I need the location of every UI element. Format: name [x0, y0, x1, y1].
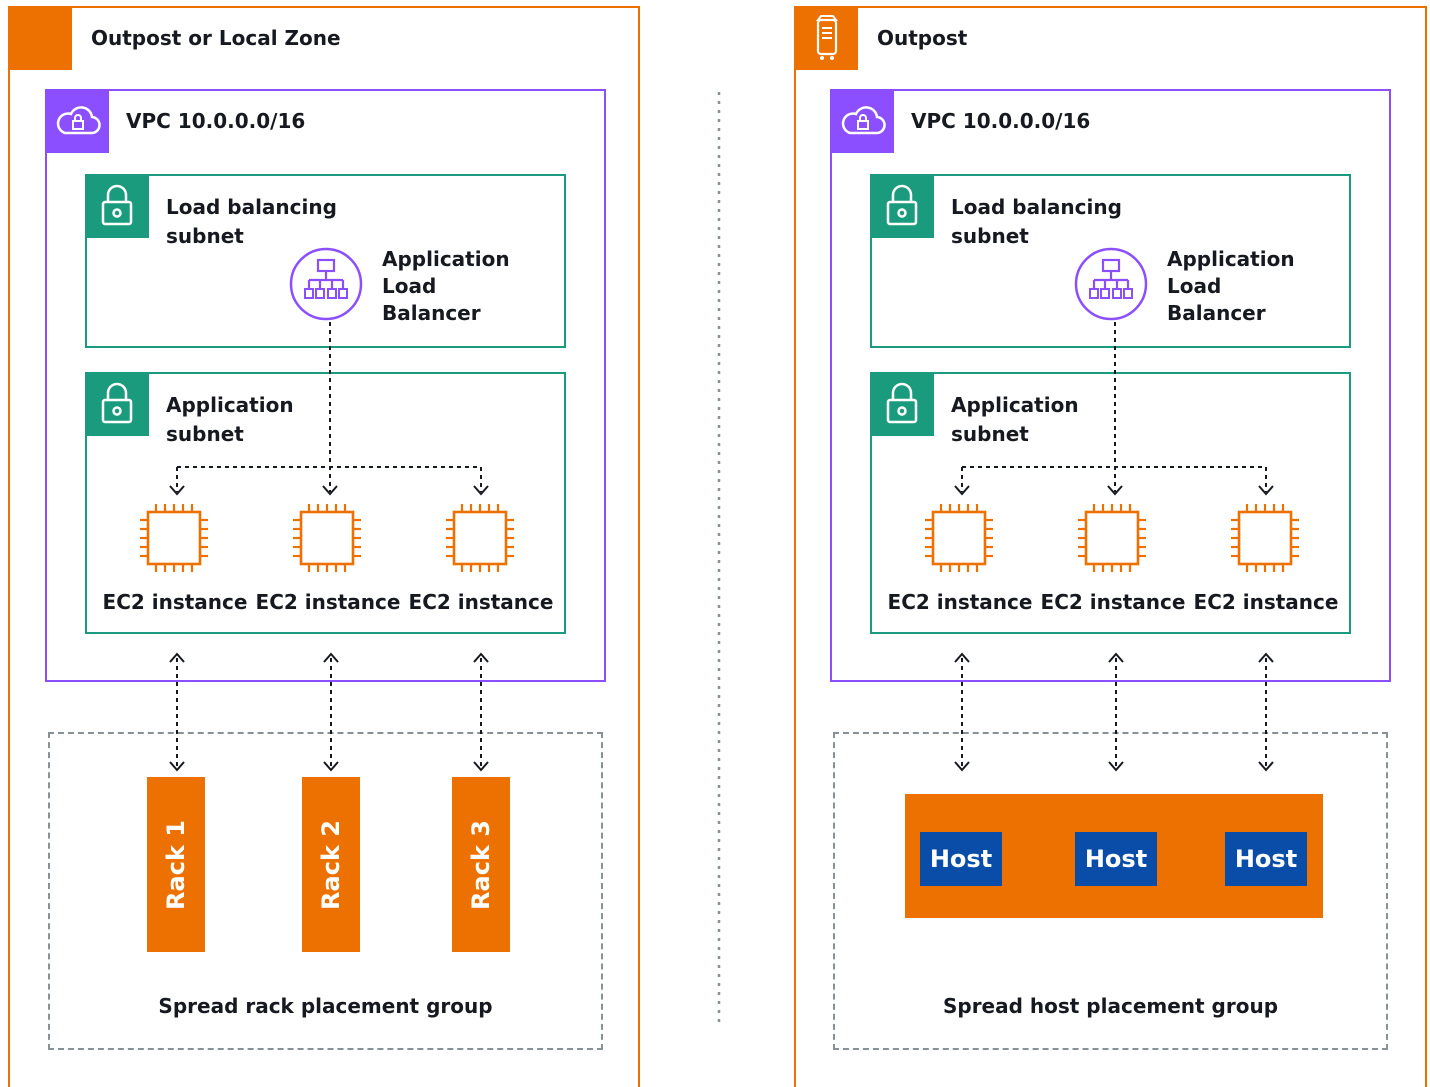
vpc-cloud-lock-icon: [56, 106, 101, 135]
host-2: Host: [1075, 832, 1157, 886]
left-lb-subnet-badge: [85, 174, 149, 238]
padlock-icon: [101, 184, 133, 226]
rack-2: Rack 2: [302, 777, 360, 952]
left-connectors: [176, 322, 482, 767]
ec2-chip-icon: [923, 502, 995, 574]
left-panel-title: Outpost or Local Zone: [91, 26, 341, 50]
left-placement-group: [48, 732, 603, 1050]
load-balancer-icon: [1074, 247, 1148, 321]
left-vpc-badge: [45, 89, 109, 153]
left-app-subnet: [85, 372, 566, 634]
left-outpost-panel: [8, 6, 640, 1087]
left-app-subnet-badge: [85, 372, 149, 436]
right-connectors: [961, 322, 1267, 767]
left-lb-subnet-title: Load balancing subnet: [166, 195, 337, 248]
right-lb-subnet-title: Load balancing subnet: [951, 195, 1122, 248]
right-alb-label: Application Load Balancer: [1167, 247, 1295, 325]
right-app-subnet-badge: [870, 372, 934, 436]
padlock-icon: [886, 184, 918, 226]
load-balancer-icon: [289, 247, 363, 321]
ec2-chip-icon: [291, 502, 363, 574]
host-1: Host: [920, 832, 1002, 886]
right-arrowheads: [954, 485, 1274, 772]
right-placement-group: [833, 732, 1388, 1050]
left-ec2-label-1: EC2 instance: [102, 590, 248, 614]
host-3: Host: [1225, 832, 1307, 886]
left-vpc-box: [45, 89, 606, 682]
right-panel-title: Outpost: [877, 26, 968, 50]
right-lb-subnet: [870, 174, 1351, 348]
padlock-icon: [101, 382, 133, 424]
ec2-chip-icon: [1076, 502, 1148, 574]
ec2-chip-icon: [1229, 502, 1301, 574]
rack-1: Rack 1: [147, 777, 205, 952]
left-alb-label: Application Load Balancer: [382, 247, 510, 325]
right-outpost-badge: [794, 6, 858, 70]
left-ec2-label-3: EC2 instance: [408, 590, 554, 614]
right-ec2-label-3: EC2 instance: [1193, 590, 1339, 614]
rack-3: Rack 3: [452, 777, 510, 952]
right-outpost-panel: [794, 6, 1427, 1087]
left-lb-subnet: [85, 174, 566, 348]
left-outpost-badge: [8, 6, 72, 70]
right-app-subnet: [870, 372, 1351, 634]
padlock-icon: [886, 382, 918, 424]
vpc-cloud-lock-icon: [841, 106, 886, 135]
left-vpc-title: VPC 10.0.0.0/16: [126, 109, 306, 133]
left-arrowheads: [169, 485, 489, 772]
right-placement-group-label: Spread host placement group: [942, 994, 1279, 1018]
right-vpc-title: VPC 10.0.0.0/16: [911, 109, 1091, 133]
ec2-chip-icon: [138, 502, 210, 574]
ec2-chip-icon: [444, 502, 516, 574]
right-ec2-label-2: EC2 instance: [1040, 590, 1186, 614]
right-vpc-badge: [830, 89, 894, 153]
right-ec2-label-1: EC2 instance: [887, 590, 1033, 614]
outpost-rack-icon: [816, 15, 838, 60]
left-ec2-label-2: EC2 instance: [255, 590, 401, 614]
right-app-subnet-title: Application subnet: [951, 393, 1079, 446]
left-app-subnet-title: Application subnet: [166, 393, 294, 446]
left-placement-group-label: Spread rack placement group: [158, 994, 493, 1018]
right-lb-subnet-badge: [870, 174, 934, 238]
right-vpc-box: [830, 89, 1391, 682]
